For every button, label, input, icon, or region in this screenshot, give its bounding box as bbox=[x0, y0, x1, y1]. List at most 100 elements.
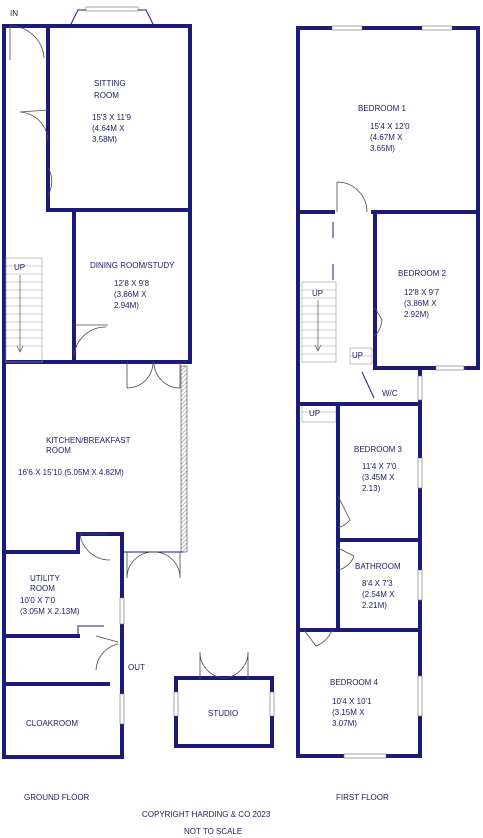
room-dimension: 2.94M) bbox=[114, 301, 139, 310]
room-dimension: 15'4 X 12'0 bbox=[370, 122, 410, 131]
room-dimension: (3.15M X bbox=[332, 708, 365, 717]
utility-inner-wall bbox=[77, 625, 104, 636]
room-dimension: (3.45M X bbox=[362, 473, 395, 482]
room-dimension: (3.05M X 2.13M) bbox=[20, 607, 80, 616]
bed2-wall bbox=[373, 210, 422, 370]
bath-door bbox=[337, 547, 355, 571]
bed2-door bbox=[374, 307, 383, 337]
bedroom-3-label: BEDROOM 3 11'4 X 7'0 (3.45M X 2.13) bbox=[354, 445, 403, 493]
first-floor bbox=[296, 25, 480, 759]
room-name: BEDROOM 4 bbox=[330, 678, 379, 687]
kitchen-garden-door bbox=[126, 551, 181, 579]
out-door bbox=[95, 635, 119, 671]
kitchen-label: KITCHEN/BREAKFAST ROOM 16'6 X 15'10 (5.0… bbox=[18, 436, 131, 477]
bed2-window bbox=[435, 365, 465, 371]
room-dimension: 16'6 X 15'10 (5.05M X 4.82M) bbox=[18, 468, 124, 477]
room-name: KITCHEN/BREAKFAST bbox=[46, 436, 131, 445]
sitting-room-label: SITTING ROOM 15'3 X 11'9 (4.64M X 3.58M) bbox=[92, 79, 131, 144]
bedroom-1-label: BEDROOM 1 15'4 X 12'0 (4.67M X 3.65M) bbox=[358, 104, 410, 153]
cloakroom-window bbox=[119, 693, 125, 725]
room-name: ROOM bbox=[46, 446, 71, 455]
studio-double-door bbox=[199, 651, 249, 679]
room-name: ROOM bbox=[94, 91, 119, 100]
room-name: BEDROOM 1 bbox=[358, 104, 407, 113]
studio-label: STUDIO bbox=[208, 709, 238, 718]
room-dimension: 8'4 X 7'3 bbox=[362, 579, 393, 588]
bed3-door bbox=[337, 495, 351, 529]
room-dimension: (3.86M X bbox=[404, 299, 437, 308]
room-name: BATHROOM bbox=[355, 562, 401, 571]
hall-door bbox=[47, 167, 53, 196]
kitchen-glazed-wall bbox=[180, 365, 188, 553]
room-dimension: 2.13) bbox=[362, 484, 381, 493]
room-name: SITTING bbox=[94, 79, 126, 88]
dining-room-wall bbox=[72, 208, 192, 364]
room-dimension: (3.86M X bbox=[114, 290, 147, 299]
room-name: BEDROOM 3 bbox=[354, 445, 403, 454]
dining-double-door bbox=[126, 361, 181, 389]
bedroom-2-label: BEDROOM 2 12'8 X 9'7 (3.86M X 2.92M) bbox=[398, 269, 447, 319]
bed1-window-b bbox=[421, 25, 453, 31]
wc-label: W/C bbox=[382, 389, 398, 398]
bed4-window-side bbox=[417, 675, 423, 717]
first-outer-wall bbox=[296, 26, 480, 406]
bedroom-4-label: BEDROOM 4 10'4 X 10'1 (3.15M X 3.07M) bbox=[330, 678, 379, 728]
room-dimension: (4.67M X bbox=[370, 133, 403, 142]
room-dimension: 3.58M) bbox=[92, 135, 117, 144]
room-dimension: 3.65M) bbox=[370, 144, 395, 153]
bed1-door bbox=[336, 181, 368, 213]
wc-door bbox=[361, 371, 375, 399]
sitting-bay-glazing bbox=[85, 6, 139, 12]
dining-door bbox=[73, 324, 108, 356]
copyright-text: COPYRIGHT HARDING & CO 2023 bbox=[142, 810, 271, 819]
exit-label: OUT bbox=[128, 663, 145, 672]
room-dimension: 12'8 X 9'8 bbox=[114, 279, 150, 288]
room-dimension: 12'8 X 9'7 bbox=[404, 288, 440, 297]
first-landing-up-label: UP bbox=[352, 351, 363, 360]
room-dimension: (2.54M X bbox=[362, 590, 395, 599]
bed3-window bbox=[417, 457, 423, 489]
bed1-window-a bbox=[331, 25, 363, 31]
first-floor-caption: FIRST FLOOR bbox=[336, 793, 389, 802]
ground-stairs-label: UP bbox=[14, 263, 25, 272]
studio-window-left bbox=[173, 691, 179, 717]
first-stairs-label: UP bbox=[312, 289, 323, 298]
room-dimension: 11'4 X 7'0 bbox=[362, 462, 397, 471]
room-dimension: 2.92M) bbox=[404, 310, 429, 319]
scale-note: NOT TO SCALE bbox=[184, 827, 242, 836]
kitchen-wall bbox=[2, 532, 124, 554]
room-name: UTILITY bbox=[30, 574, 60, 583]
room-dimension: 10'0 X 7'0 bbox=[20, 596, 56, 605]
ground-outer-wall bbox=[2, 24, 124, 759]
studio-window-right bbox=[269, 691, 275, 717]
bathroom-label: BATHROOM 8'4 X 7'3 (2.54M X 2.21M) bbox=[355, 562, 401, 610]
room-name: ROOM bbox=[30, 584, 55, 593]
room-dimension: 2.21M) bbox=[362, 601, 387, 610]
ground-floor bbox=[2, 6, 275, 759]
sitting-room-door bbox=[19, 109, 49, 141]
wc-window bbox=[417, 375, 423, 401]
cloakroom-label: CLOAKROOM bbox=[26, 719, 78, 728]
utility-window bbox=[119, 597, 125, 625]
dining-room-label: DINING ROOM/STUDY 12'8 X 9'8 (3.86M X 2.… bbox=[90, 261, 175, 310]
utility-door bbox=[79, 533, 111, 561]
first-stairs bbox=[301, 281, 373, 423]
entrance-door bbox=[9, 25, 45, 60]
ground-floor-caption: GROUND FLOOR bbox=[24, 793, 90, 802]
bed4-door bbox=[303, 629, 333, 647]
bath-window bbox=[417, 569, 423, 601]
sitting-bay-window bbox=[69, 9, 155, 27]
ground-stairs bbox=[5, 257, 43, 363]
room-dimension: (4.64M X bbox=[92, 124, 125, 133]
room-name: BEDROOM 2 bbox=[398, 269, 447, 278]
entrance-label: IN bbox=[10, 9, 18, 18]
room-dimension: 15'3 X 11'9 bbox=[92, 113, 131, 122]
first-lower-stairs-label: UP bbox=[309, 409, 320, 418]
room-dimension: 10'4 X 10'1 bbox=[332, 697, 372, 706]
room-dimension: 3.07M) bbox=[332, 719, 357, 728]
room-name: DINING ROOM/STUDY bbox=[90, 261, 175, 270]
utility-room-label: UTILITY ROOM 10'0 X 7'0 (3.05M X 2.13M) bbox=[20, 574, 80, 616]
bed4-window bbox=[343, 753, 387, 759]
